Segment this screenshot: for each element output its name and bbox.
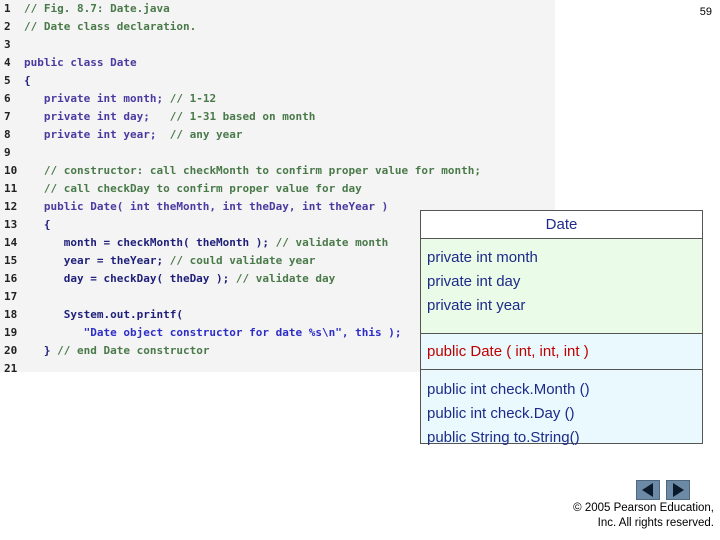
copyright-footer: © 2005 Pearson Education, Inc. All right… xyxy=(534,501,714,531)
copyright-line: Inc. All rights reserved. xyxy=(597,517,714,529)
uml-class-diagram: Date private int month private int day p… xyxy=(420,210,703,446)
next-slide-button[interactable] xyxy=(666,480,690,500)
uml-constructor-section: public Date ( int, int, int ) xyxy=(421,334,702,370)
uml-constructor: public Date ( int, int, int ) xyxy=(427,343,589,360)
uml-attribute: private int day xyxy=(427,273,521,290)
copyright-line: © 2005 Pearson Education, xyxy=(573,502,714,514)
uml-operation: public String to.String() xyxy=(427,429,580,446)
uml-class-name: Date xyxy=(421,211,702,239)
uml-operations: public int check.Month () public int che… xyxy=(421,370,702,446)
code-listing: 1// Fig. 8.7: Date.java 2// Date class d… xyxy=(0,0,555,375)
uml-operation: public int check.Day () xyxy=(427,405,575,422)
slide-number: 59 xyxy=(699,6,712,18)
uml-attributes: private int month private int day privat… xyxy=(421,239,702,334)
previous-slide-button[interactable] xyxy=(636,480,660,500)
uml-operation: public int check.Month () xyxy=(427,381,590,398)
uml-attribute: private int month xyxy=(427,249,538,266)
triangle-left-icon xyxy=(642,483,653,497)
uml-attribute: private int year xyxy=(427,297,526,314)
triangle-right-icon xyxy=(673,483,684,497)
